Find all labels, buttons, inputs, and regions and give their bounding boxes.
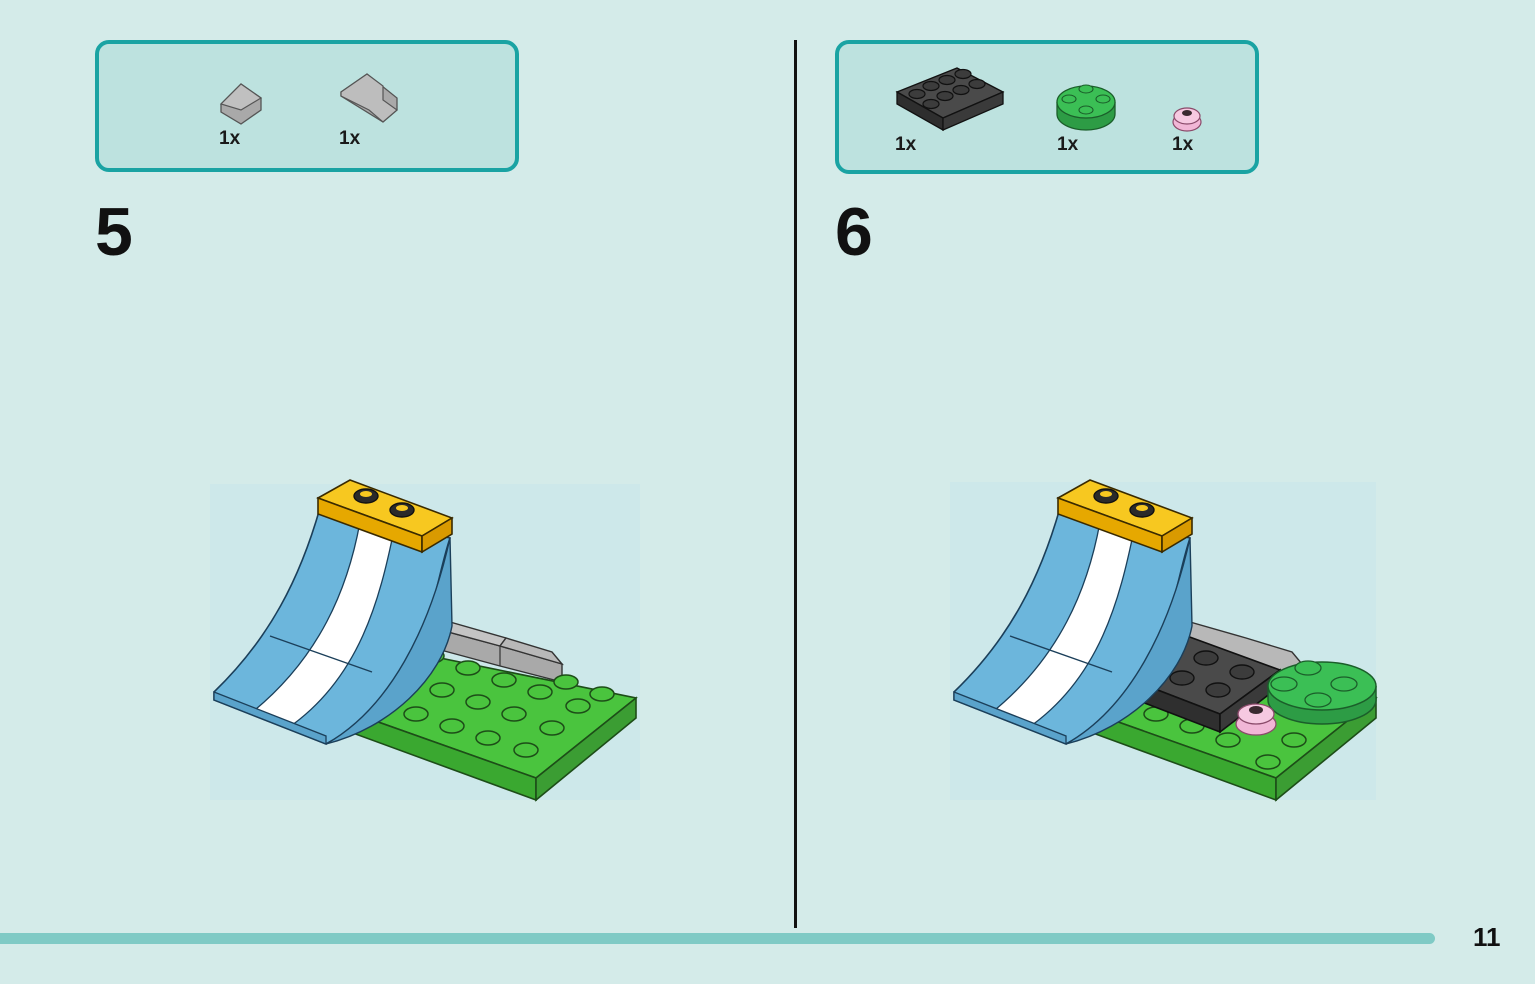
page-divider [794, 40, 797, 928]
part-qty: 1x [1172, 134, 1194, 155]
part-qty: 1x [219, 128, 241, 149]
black-plate-2x3-icon [895, 64, 1005, 134]
grey-slope-large-icon [339, 70, 403, 128]
footer-bar [0, 933, 1435, 944]
grey-slope-small-icon [219, 80, 269, 128]
step-number-5: 5 [95, 194, 133, 270]
page-number: 11 [1473, 922, 1501, 952]
parts-box-step-5: 1x 1x [95, 40, 519, 172]
step-5-model-illustration [210, 478, 640, 802]
pink-flower-icon [1171, 104, 1203, 134]
step-6-model-illustration [950, 478, 1380, 802]
part-qty: 1x [1057, 134, 1079, 155]
parts-box-step-6: 1x 1x 1x [835, 40, 1259, 174]
part-qty: 1x [895, 134, 917, 155]
part-qty: 1x [339, 128, 361, 149]
step-number-6: 6 [835, 194, 873, 270]
green-round-plate-icon [1055, 80, 1117, 134]
